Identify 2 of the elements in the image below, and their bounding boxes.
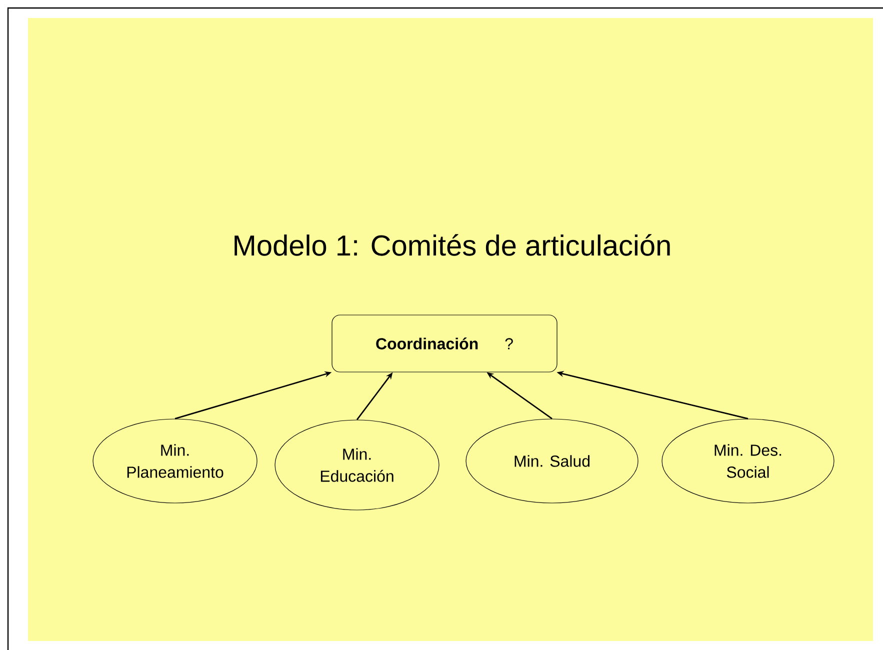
- process-box: Coordinación ?: [332, 314, 558, 372]
- slide-title: Modelo 1: Comités de articulación: [234, 234, 670, 256]
